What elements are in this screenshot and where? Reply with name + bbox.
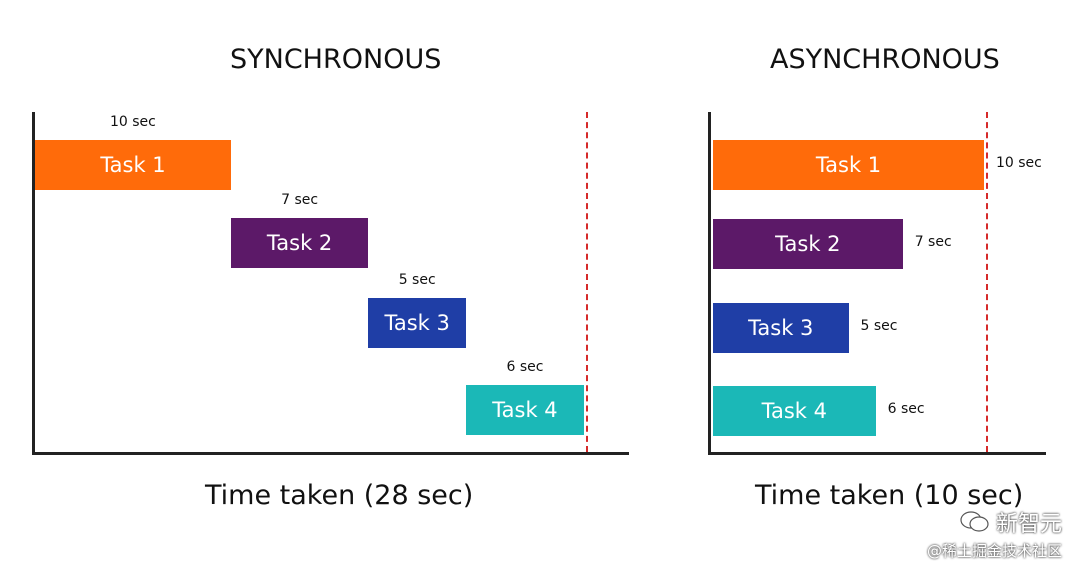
async-y-axis bbox=[708, 112, 711, 455]
async-deadline-line bbox=[986, 112, 988, 452]
watermark-brand: 新智元 bbox=[995, 512, 1062, 537]
sync-x-axis bbox=[32, 452, 629, 455]
wechat-logo-icon bbox=[960, 511, 989, 532]
sync-duration-task-3: 5 sec bbox=[398, 272, 436, 288]
async-duration-task-1: 10 sec bbox=[996, 155, 1042, 171]
sync-deadline-line bbox=[586, 112, 588, 452]
async-x-axis bbox=[708, 452, 1046, 455]
watermark-sub: @稀土掘金技术社区 bbox=[926, 542, 1062, 560]
async-bar-task-2: Task 2 bbox=[713, 219, 903, 269]
watermark-brand-row: 新智元 bbox=[927, 506, 1062, 538]
sync-y-axis bbox=[32, 112, 35, 455]
async-bar-task-3: Task 3 bbox=[713, 303, 849, 353]
watermark: 新智元 @稀土掘金技术社区 bbox=[927, 506, 1062, 561]
sync-bar-task-4: Task 4 bbox=[466, 385, 584, 435]
sync-title: SYNCHRONOUS bbox=[230, 44, 442, 75]
async-bar-task-1: Task 1 bbox=[713, 140, 984, 190]
async-bar-task-4: Task 4 bbox=[713, 386, 876, 436]
sync-duration-task-4: 6 sec bbox=[506, 359, 544, 375]
sync-duration-task-2: 7 sec bbox=[281, 192, 319, 208]
async-duration-task-4: 6 sec bbox=[887, 401, 925, 417]
async-time-caption: Time taken (10 sec) bbox=[755, 480, 1024, 511]
sync-bar-task-3: Task 3 bbox=[368, 298, 467, 348]
sync-bar-task-2: Task 2 bbox=[231, 218, 369, 268]
async-duration-task-3: 5 sec bbox=[860, 318, 898, 334]
sync-bar-task-1: Task 1 bbox=[35, 140, 231, 190]
async-title: ASYNCHRONOUS bbox=[770, 44, 1000, 75]
async-duration-task-2: 7 sec bbox=[914, 234, 952, 250]
sync-duration-task-1: 10 sec bbox=[110, 114, 156, 130]
sync-time-caption: Time taken (28 sec) bbox=[205, 480, 474, 511]
